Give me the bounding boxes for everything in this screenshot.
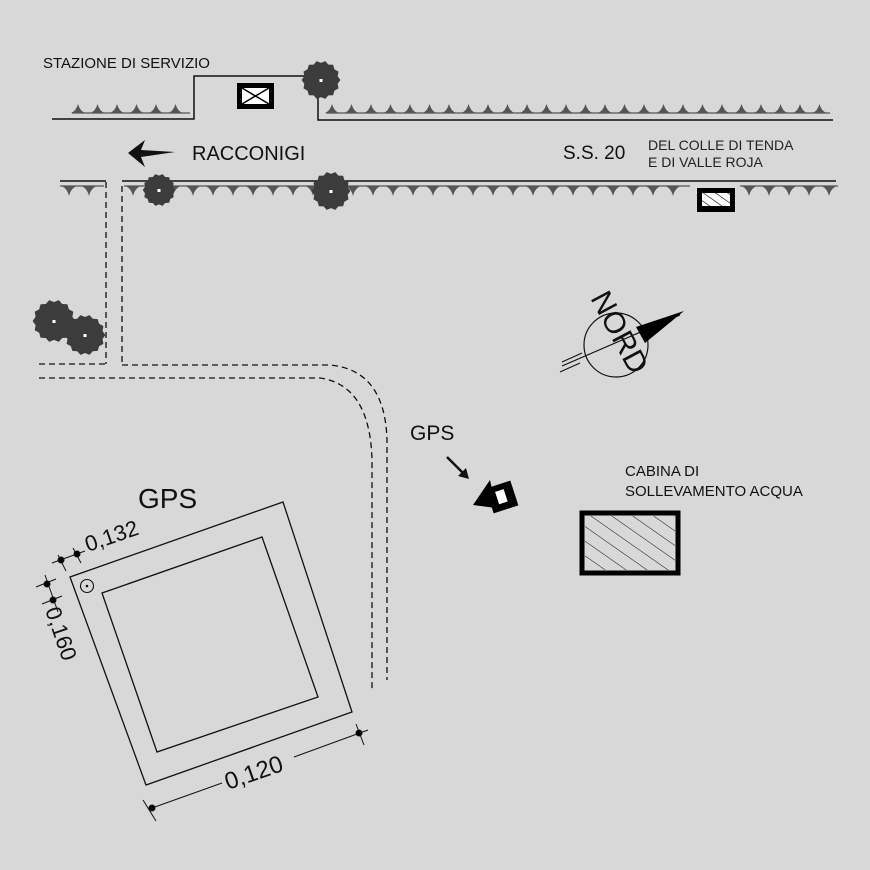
hedge-tooth: [110, 104, 124, 113]
direction-town-label: RACCONIGI: [192, 143, 305, 165]
hedge-tooth: [325, 104, 339, 113]
hedge-tooth: [781, 186, 797, 196]
hedge-tooth: [812, 104, 827, 113]
gps-detail-plan: [69, 501, 353, 786]
hedge-tooth: [61, 186, 77, 196]
hedge-tooth: [71, 104, 85, 113]
hedge-tooth: [365, 186, 381, 196]
dimension-top: [51, 547, 86, 572]
hedge-tooth: [734, 104, 749, 113]
hedge-tooth: [637, 104, 651, 113]
hedge-tooth: [344, 104, 359, 113]
dimension-bottom-value: 0,120: [221, 751, 287, 796]
tree-icon: [64, 315, 106, 355]
hedge-tooth: [793, 104, 807, 113]
dimension-left: [35, 574, 63, 613]
hedge-tooth: [565, 186, 581, 196]
hedge-tooth: [617, 104, 632, 113]
hedge-tooth: [385, 186, 401, 196]
hedge-tooth: [422, 104, 437, 113]
hedge-tooth: [425, 186, 441, 196]
hedge-tooth: [364, 104, 378, 113]
hedge-tooth: [345, 186, 361, 196]
hedge-tooth: [676, 104, 690, 113]
side-road: [39, 182, 388, 690]
gps-station-icon: [473, 480, 519, 514]
hedge-tooth: [539, 104, 554, 113]
hedge-tooth: [585, 186, 601, 196]
pumping-station-label-line1: CABINA DI: [625, 463, 699, 480]
hedge-tooth: [656, 104, 671, 113]
hedge-tooth: [125, 186, 141, 196]
hedge-tooth: [465, 186, 481, 196]
hedge-tooth: [801, 186, 817, 196]
hedge-tooth: [129, 104, 144, 113]
pumping-station-label-line2: SOLLEVAMENTO ACQUA: [625, 483, 803, 500]
hedge-tooth: [481, 104, 495, 113]
hedge-tooth: [149, 104, 163, 113]
hedge-tooth: [383, 104, 398, 113]
hedge-tooth: [605, 186, 621, 196]
hedge-tooth: [715, 104, 729, 113]
hedge-icon: [71, 104, 830, 114]
hedge-tooth: [500, 104, 515, 113]
gps-detail-title: GPS: [138, 483, 197, 514]
hedge-tooth: [761, 186, 777, 196]
dimension-top-value: 0,132: [81, 515, 141, 557]
hedge-tooth: [265, 186, 281, 196]
hedge-tooth: [665, 186, 681, 196]
hedge-tooth: [445, 186, 461, 196]
hedge-tooth: [520, 104, 534, 113]
hedge-tooth: [625, 186, 641, 196]
hedge-tooth: [403, 104, 417, 113]
hatched-building-icon: [579, 510, 681, 576]
utility-box-icon: [237, 83, 274, 109]
dimension-bottom: [142, 723, 369, 822]
service-station-outline: [52, 75, 833, 121]
road-code-label: S.S. 20: [563, 143, 625, 164]
hedge-tooth: [578, 104, 593, 113]
hedge-tooth: [205, 186, 221, 196]
hedge-tooth: [285, 186, 301, 196]
dimension-left-value: 0,160: [40, 603, 82, 663]
hedge-tooth: [559, 104, 573, 113]
hedge-tooth: [485, 186, 501, 196]
hedge-tooth: [821, 186, 837, 196]
tree-icon: [142, 174, 176, 206]
arrow-down-right-icon: [446, 456, 469, 479]
gps-marker-label: GPS: [410, 422, 454, 445]
north-arrow-icon: NORD: [559, 286, 684, 379]
hedge-tooth: [405, 186, 421, 196]
hedge-tooth: [695, 104, 710, 113]
hedge-tooth: [168, 104, 183, 113]
hedge-tooth: [525, 186, 541, 196]
road-name-line1: DEL COLLE DI TENDA: [648, 137, 794, 153]
hedge-tooth: [773, 104, 788, 113]
hedge-tooth: [225, 186, 241, 196]
utility-box-icon: [697, 188, 735, 212]
service-station-label: STAZIONE DI SERVIZIO: [43, 55, 210, 72]
tree-icon: [32, 300, 76, 342]
hedge-tooth: [645, 186, 661, 196]
hedge-tooth: [505, 186, 521, 196]
hedge-tooth: [185, 186, 201, 196]
hedge-tooth: [741, 186, 757, 196]
hedge-tooth: [442, 104, 456, 113]
hedge-tooth: [461, 104, 476, 113]
hedge-tooth: [245, 186, 261, 196]
trees: [32, 61, 351, 355]
hedge-tooth: [598, 104, 612, 113]
road-name-line2: E DI VALLE ROJA: [648, 154, 764, 170]
hedge-tooth: [754, 104, 768, 113]
tree-icon: [311, 172, 351, 210]
survey-point-icon: [79, 578, 95, 594]
hedge-tooth: [545, 186, 561, 196]
hedge-tooth: [90, 104, 105, 113]
hedge-tooth: [81, 186, 97, 196]
tree-icon: [301, 61, 341, 99]
arrow-left-icon: [128, 140, 175, 167]
